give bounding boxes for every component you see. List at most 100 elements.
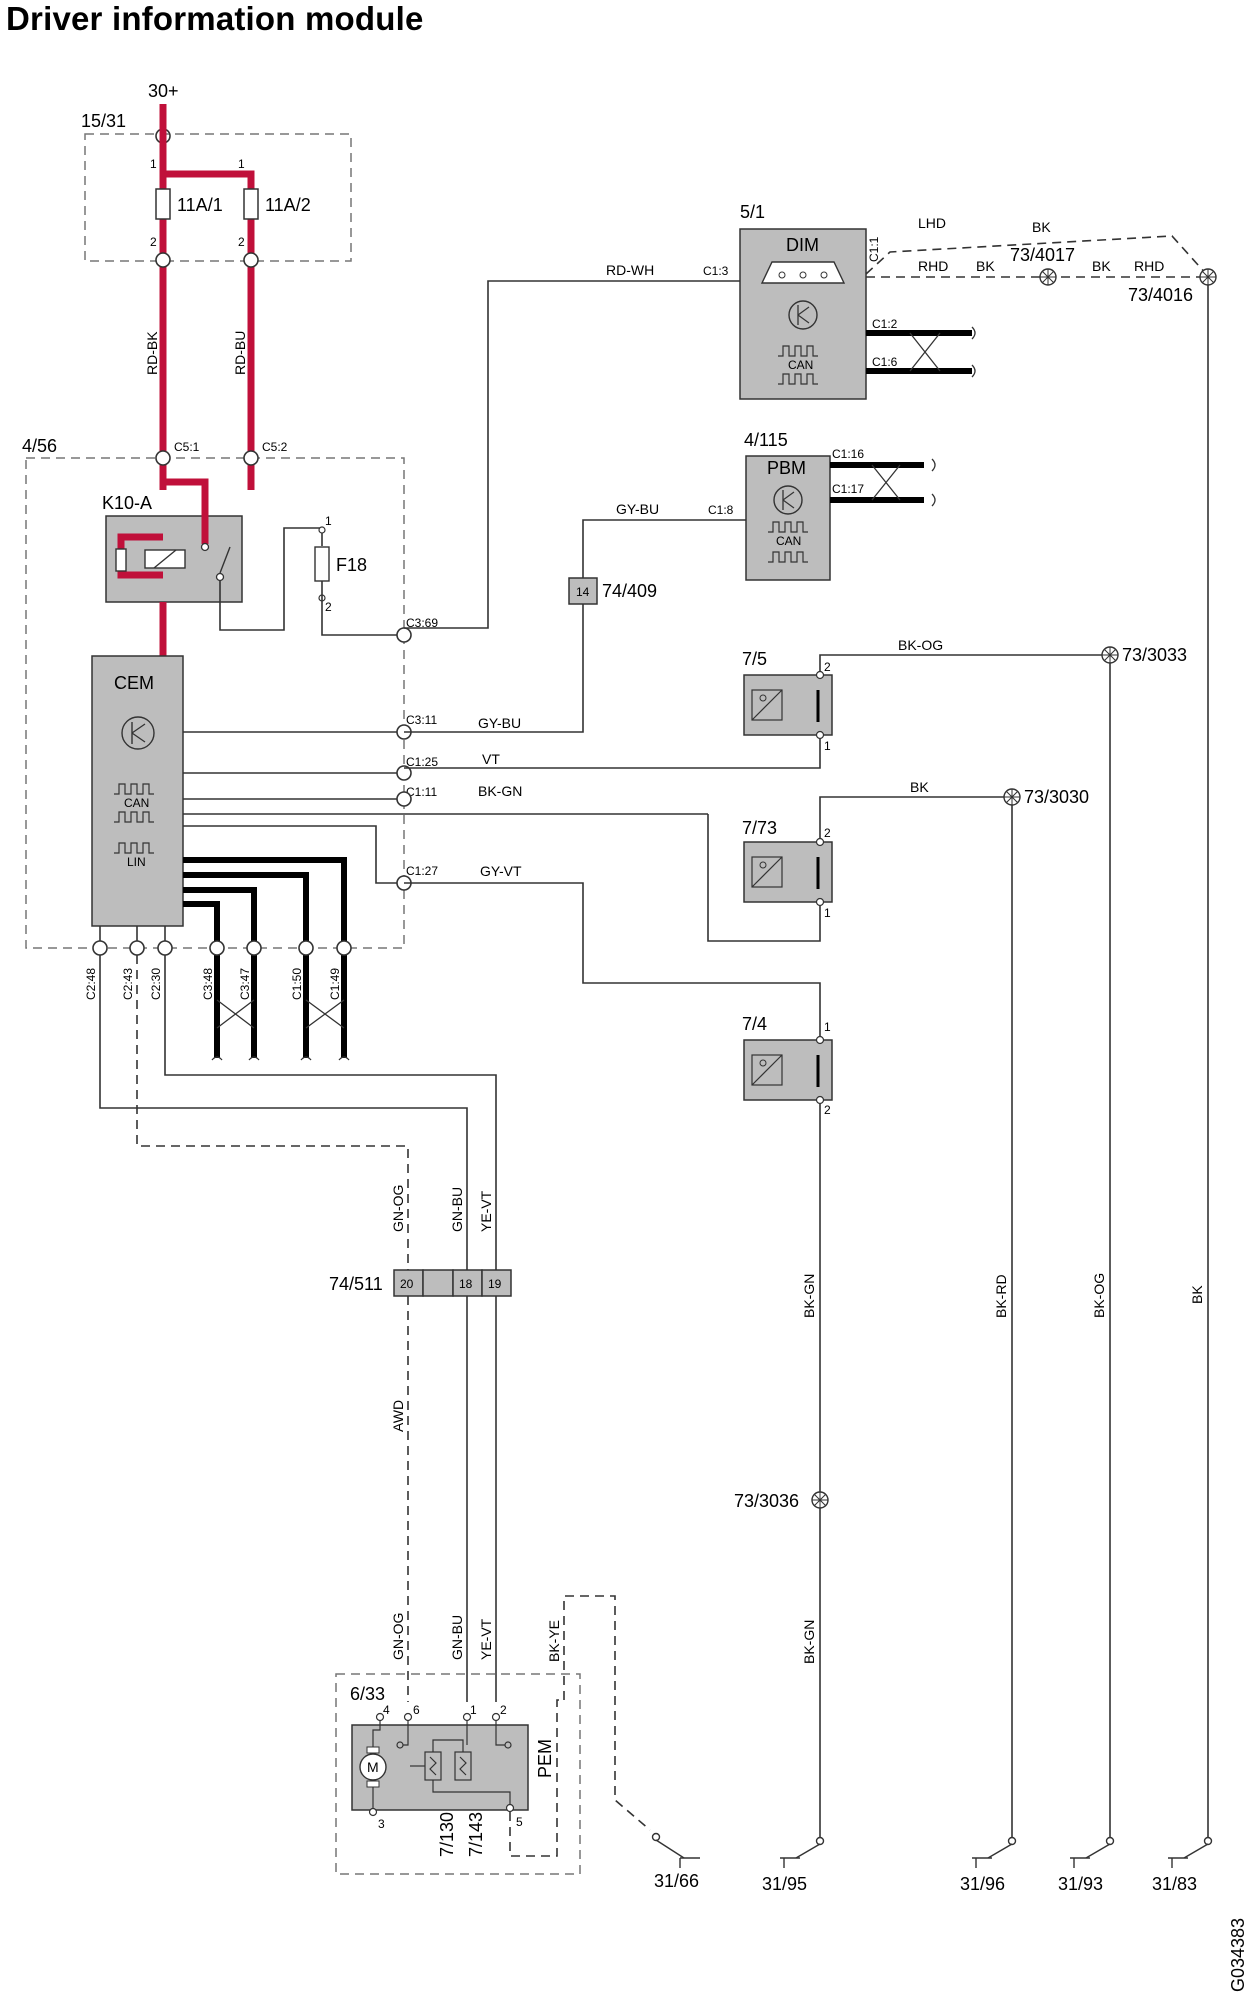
ground-31-93-label: 31/93 [1058,1874,1103,1894]
wire-gn-bu-route [99,955,468,1270]
pem-pin5-return [509,1699,564,1857]
wire-rd-bu-label: RD-BU [232,331,248,375]
cem-lin-pulse-icon [114,842,154,854]
pem-pin-4: 4 [383,1703,390,1717]
f18-pin2: 2 [325,600,332,614]
c5-1-label: C5:1 [174,440,200,454]
wire-vt [404,739,821,769]
wire-bk-gn-v1-label: BK-GN [801,1274,817,1318]
c3-69-node [396,627,412,643]
switch-7-4-icon [751,1054,820,1087]
wire-bk-gn-label: BK-GN [478,783,522,799]
relay-k10a-label: K10-A [102,493,152,513]
c5-1-node [155,450,171,466]
fuse1-pin2: 2 [150,235,157,249]
cem-transistor-icon [121,716,155,750]
fuse2-out-node [243,252,259,268]
pem-label-7-130: 7/130 [437,1812,457,1857]
c3-11-label: C3:11 [406,713,437,727]
c1-50-node [298,940,314,956]
fuse1-pin1: 1 [150,157,157,171]
pem-box-outline [335,1673,581,1875]
wire-bk-gn-v2-label: BK-GN [801,1620,817,1664]
switch-7-5-pin-bot: 1 [824,739,831,753]
c3-48-node [209,940,225,956]
relay-contact-bot [215,572,225,582]
wire-rhd2-label: RHD [1134,258,1164,274]
relay-resistor [115,548,127,572]
wire-bk-rd-vertical-label: BK-RD [993,1274,1009,1318]
fuse2-pin2: 2 [238,235,245,249]
wire-rd-wh-label: RD-WH [606,262,654,278]
wire-vt-label: VT [482,751,500,767]
ground-31-95-label: 31/95 [762,1874,807,1894]
fuse-f18-symbol [314,546,330,582]
relay-contact-top [200,542,210,552]
ground-31-66-label: 31/66 [654,1871,699,1891]
wire-gy-bu-pbm-label: GY-BU [616,501,659,517]
switch-7-5-pin-top: 2 [824,660,831,674]
splice-73-3030-label: 73/3030 [1024,787,1089,807]
splice-73-3036-label: 73/3036 [734,1491,799,1511]
cem-box-label: 4/56 [22,436,57,456]
dim-can-bus-lines [866,326,976,378]
wire-rd-wh [404,280,740,629]
splice-74-409-box [568,577,598,605]
wire-bk-og [819,654,1110,671]
splice-73-3036-icon [811,1491,829,1509]
ground-31-83-label: 31/83 [1152,1874,1197,1894]
splice-74-409-pin: 14 [576,585,590,599]
cem-can-label: CAN [124,796,149,810]
wire-ye-vt-route [164,955,497,1270]
splice-73-4016-icon [1199,268,1217,286]
switch-7-73-label: 7/73 [742,818,777,838]
connector-74-511-pin-19: 19 [488,1277,502,1291]
c2-48-node [92,940,108,956]
f18-pin1: 1 [325,514,332,528]
pem-name: PEM [535,1739,555,1778]
dim-transistor-icon [788,300,818,330]
pem-pin-6: 6 [413,1703,420,1717]
splice-73-3030-icon [1003,788,1021,806]
fuse-box-outline [84,133,352,262]
wire-lhd [865,235,1209,277]
c1-25-label: C1:25 [406,755,438,769]
wire-gn-og-route [136,955,409,1270]
pbm-block [745,455,831,581]
ground-31-96-label: 31/96 [960,1874,1005,1894]
wire-ye-vt-1-label: YE-VT [478,1190,494,1232]
dim-can-label: CAN [788,358,813,372]
c3-47-label: C3:47 [238,968,252,1000]
pem-pin-1: 1 [470,1703,477,1717]
c2-30-node [157,940,173,956]
c1-25-node [396,765,412,781]
fuse-11a-2-label: 11A/2 [265,195,311,215]
wire-bk-vertical-label: BK [1189,1285,1205,1304]
wire-bk-top-label: BK [1032,219,1051,235]
dim-block [739,228,867,400]
wire-ye-vt-2-label: YE-VT [478,1618,494,1660]
fuse-11a-1-symbol [155,188,171,220]
switch-7-4-pin-top: 1 [824,1020,831,1034]
fuse-11a-1-label: 11A/1 [177,195,223,215]
wire-lhd-label: LHD [918,215,946,231]
c5-2-node [243,450,259,466]
dim-c1-2-label: C1:2 [872,317,898,331]
pem-pin-3: 3 [378,1817,385,1831]
splice-73-3033-icon [1101,646,1119,664]
c1-50-label: C1:50 [290,968,304,1000]
fuse-f18-label: F18 [336,555,367,575]
c1-49-label: C1:49 [328,968,342,1000]
wire-bk-ye-label: BK-YE [546,1620,562,1662]
splice-73-4016-label: 73/4016 [1128,285,1193,305]
switch-7-73-pin-top: 2 [824,826,831,840]
switch-7-4-label: 7/4 [742,1014,767,1034]
cem-can-pulse-icon [114,783,154,795]
pbm-c1-16-label: C1:16 [832,447,864,461]
wire-gn-bu-2-label: GN-BU [449,1615,465,1660]
cem-lin-label: LIN [127,855,146,869]
cem-side-wires [183,731,708,884]
wire-gy-bu-pbm [582,519,746,580]
ground-31-96-icon [972,1836,1017,1868]
switch-7-5-label: 7/5 [742,649,767,669]
